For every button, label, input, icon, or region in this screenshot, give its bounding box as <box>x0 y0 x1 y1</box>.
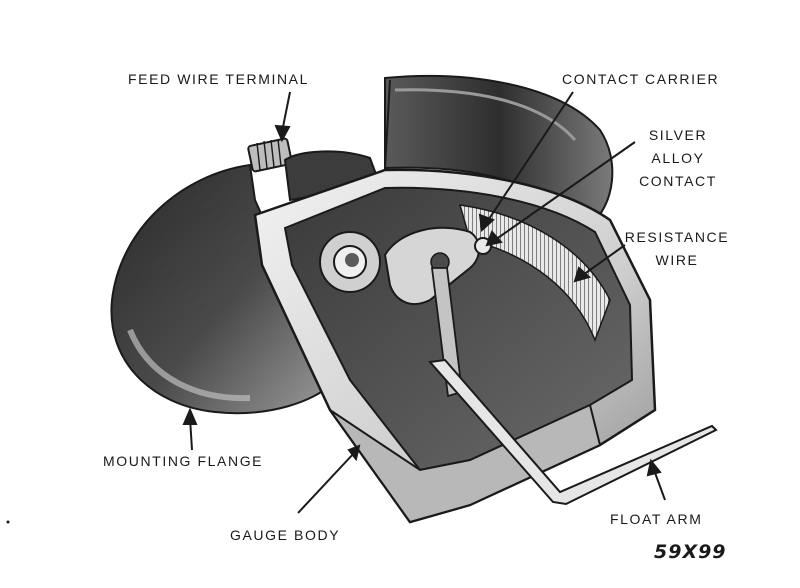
figure-code: 59X99 <box>654 541 727 563</box>
label-resistance: RESISTANCE <box>624 229 730 245</box>
leader-lines <box>182 91 666 514</box>
label-gauge-body: GAUGE BODY <box>230 527 341 543</box>
mounting-flange-shape <box>110 163 332 415</box>
back-cover-shape <box>384 74 614 227</box>
label-float-arm: FLOAT ARM <box>610 511 703 527</box>
label-silver: SILVER <box>648 127 708 143</box>
label-alloy: ALLOY <box>651 150 705 166</box>
label-contact-carrier: CONTACT CARRIER <box>562 71 720 87</box>
float-arm-shape <box>428 358 718 506</box>
stray-dot <box>6 520 10 524</box>
pivot-nut-shape <box>319 231 381 293</box>
label-wire: WIRE <box>655 252 699 268</box>
label-feed-wire-terminal: FEED WIRE TERMINAL <box>128 71 310 87</box>
label-contact: CONTACT <box>639 173 717 189</box>
label-mounting-flange: MOUNTING FLANGE <box>103 453 264 469</box>
